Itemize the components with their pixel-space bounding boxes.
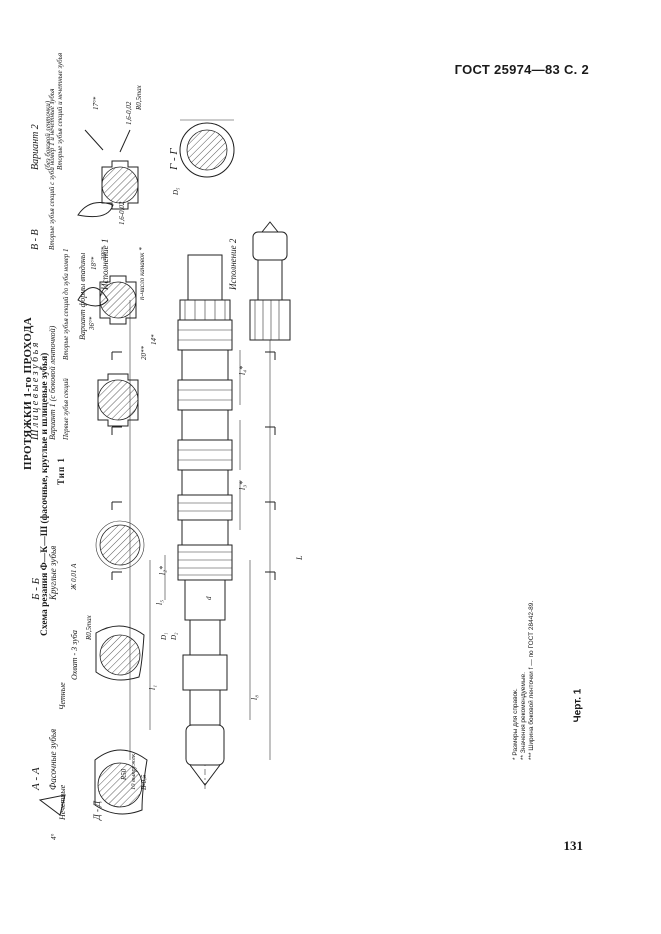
footnotes: * Размеры для справок. ** Значения реком… <box>512 510 536 760</box>
label-r05max-2: R0,5max <box>135 85 143 110</box>
label-spline-teeth: Ш л и ц е в ы е з у б ь я <box>30 342 41 440</box>
label-angle-18: 18°* <box>90 256 98 270</box>
label-dim-l1: l₁ <box>148 684 157 690</box>
label-r05max: R0,5max <box>85 615 93 640</box>
label-overall: Охват - 3 зуба <box>70 630 79 680</box>
label-variant-1-second: Вторые зубья секций до зуба номер 1 <box>62 248 70 360</box>
detail-tooth-profile <box>38 202 114 816</box>
label-dim-d2: D₂ <box>170 632 178 641</box>
label-r50-note: 10 выкружек <box>130 753 137 790</box>
label-f1: 1,6-0,02 <box>118 201 126 225</box>
footnote-3: *** Ширина боковой ленточки f — по ГОСТ … <box>528 600 535 760</box>
label-dim-l5: l₅ <box>155 599 164 605</box>
label-angle-30: 30°* <box>100 246 108 260</box>
label-dim-d5: D₅ <box>172 187 180 196</box>
label-variant-2-note: (без боковой ленточки) <box>44 100 52 170</box>
section-g-g <box>179 119 235 178</box>
label-section-b-b: Б - Б <box>30 577 42 600</box>
label-dim-l8: l₈ <box>250 694 259 700</box>
label-variant-1-first: Первые зубья секций <box>62 378 70 440</box>
section-v-v-variant-2 <box>84 129 139 210</box>
section-markers <box>111 351 276 580</box>
label-r50: R50 <box>120 768 128 780</box>
label-odd: Нечетные <box>58 784 67 820</box>
label-dim-20: 20** <box>140 346 148 360</box>
label-variant-1: Вариант 1 (с боковой ленточкой) <box>48 325 57 440</box>
label-tolerance-frame: Ж 0,01 А <box>70 563 78 590</box>
label-chamfer-teeth: Фасочные зубья <box>48 728 58 790</box>
execution-2-shank <box>249 221 291 341</box>
footnote-2: ** Значения рекомендуемые. <box>520 672 527 760</box>
section-v-v-variant-1 <box>97 275 139 427</box>
standard-header: ГОСТ 25974—83 С. 2 <box>454 62 589 77</box>
label-shape-variant: Вариант формы впадины <box>78 252 87 340</box>
section-a-a-even <box>95 625 145 681</box>
label-section-v-v: В - В <box>30 229 41 250</box>
section-a-a-odd <box>94 749 148 815</box>
label-angle-17: 17°* <box>92 96 100 110</box>
label-execution-2: Исполнение 2 <box>228 238 238 290</box>
label-dim-l3: l₃* <box>238 480 247 490</box>
label-dim-l: L <box>295 555 304 560</box>
label-even: Четные <box>58 682 67 710</box>
label-dim-14: 14* <box>150 334 158 346</box>
dimension-lines <box>129 300 271 760</box>
label-dim-l2: l₂* <box>158 565 167 575</box>
label-round-teeth: Круглые зубья <box>48 545 58 600</box>
label-angle-4: 4° <box>50 833 58 840</box>
label-section-a-a: А - А <box>30 767 42 790</box>
label-variant-2-second: Вторые зубья секций и нечетные зубья <box>56 52 64 170</box>
page-number: 131 <box>563 838 584 853</box>
label-dim-l4: l₄* <box>238 365 247 375</box>
label-dim-d: d <box>205 596 213 601</box>
broach-body <box>177 254 233 790</box>
label-angle-36: 36°* <box>88 316 96 330</box>
label-dim-b: B-0,5 <box>140 774 148 790</box>
footnote-1: * Размеры для справок. <box>512 688 519 760</box>
section-b-b <box>95 520 145 570</box>
label-dim-d1: D₁ <box>160 632 168 641</box>
label-section-g-g: Г - Г <box>168 148 180 170</box>
label-variant-2: Вариант 2 <box>30 124 41 170</box>
label-section-d-d: Д - Д <box>92 801 102 820</box>
label-n-grooves: n-число канавок * <box>138 247 146 300</box>
label-f2: 1,6-0,02 <box>125 101 133 125</box>
figure-label: Черт. 1 <box>572 688 584 723</box>
